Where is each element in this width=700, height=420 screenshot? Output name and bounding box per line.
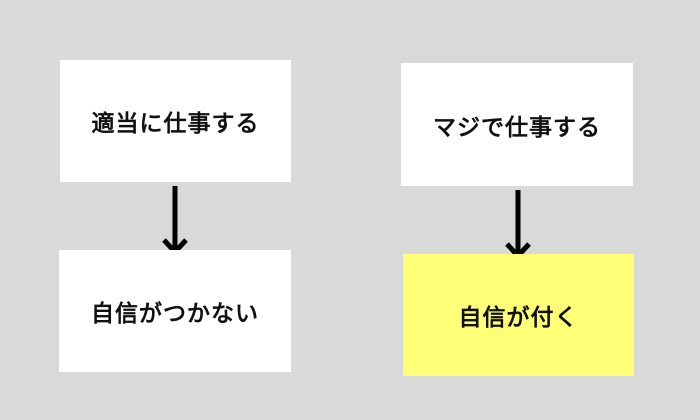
right-top-box: マジで仕事する bbox=[401, 63, 633, 186]
left-top-box: 適当に仕事する bbox=[60, 60, 291, 182]
right-top-label: マジで仕事する bbox=[433, 114, 601, 141]
left-bottom-box: 自信がつかない bbox=[59, 250, 291, 372]
right-down-arrow-icon bbox=[505, 190, 531, 260]
left-down-arrow-icon bbox=[162, 186, 188, 256]
right-bottom-highlight-box: 自信が付く bbox=[403, 254, 634, 376]
right-bottom-label: 自信が付く bbox=[458, 305, 579, 331]
left-top-label: 適当に仕事する bbox=[91, 111, 260, 137]
left-bottom-label: 自信がつかない bbox=[91, 301, 259, 327]
